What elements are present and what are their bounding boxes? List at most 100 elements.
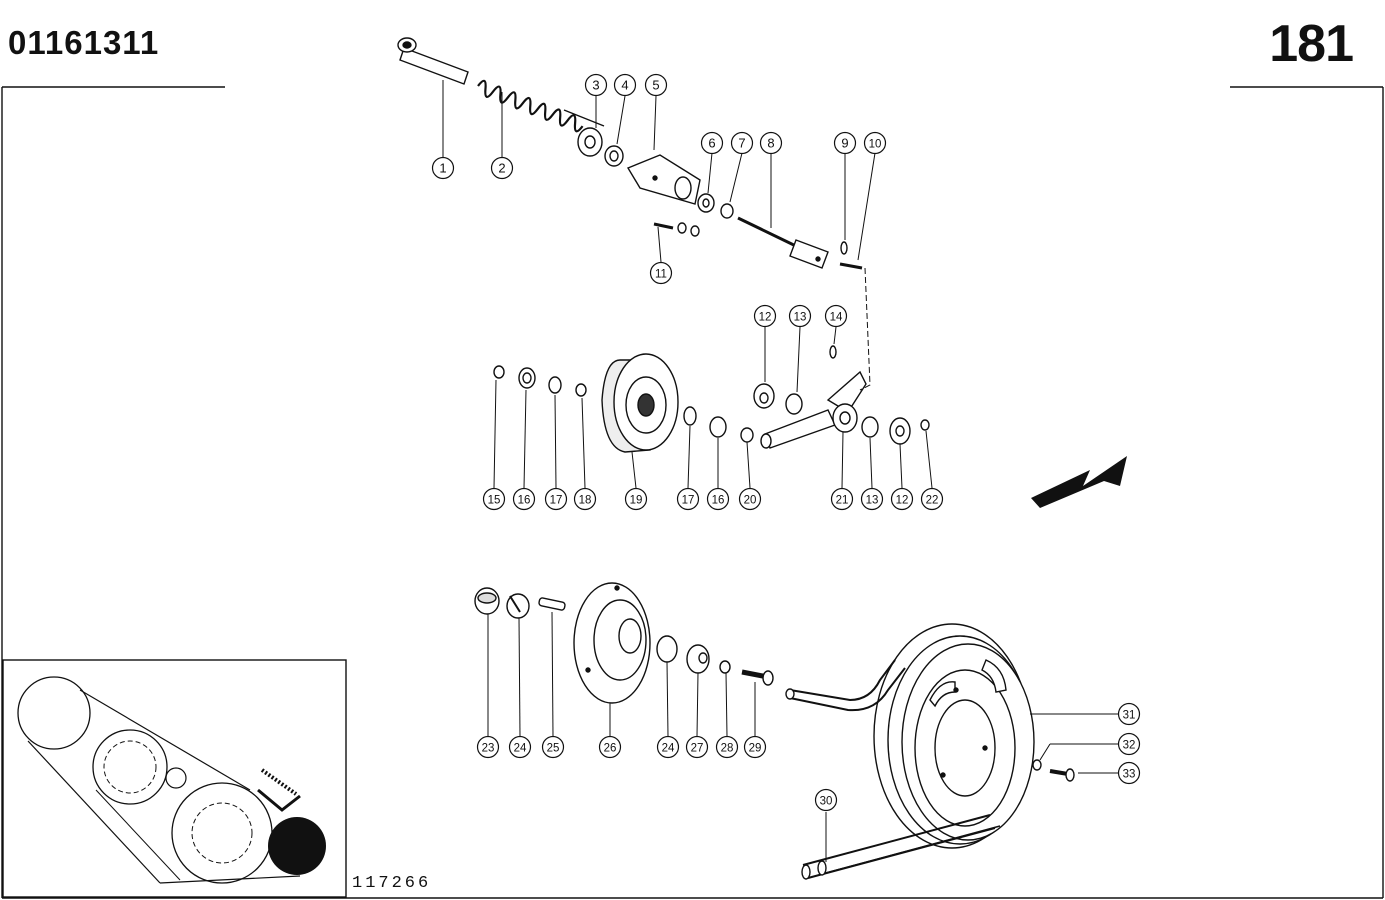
part-callout: 31 [1117, 702, 1141, 726]
part-callout-circle [743, 735, 767, 759]
part-callout-circle [656, 735, 680, 759]
part-callout-circle [512, 487, 536, 511]
belt-drive-inset [2, 659, 347, 898]
page-frame [1, 86, 1384, 899]
drive-pulley-assembly [474, 582, 1075, 880]
part-number-label: 24 [514, 743, 527, 755]
part-callout-circle [685, 735, 709, 759]
part-callout: 5 [644, 73, 668, 97]
part-callout: 18 [573, 487, 597, 511]
part-callout: 24 [656, 735, 680, 759]
part-number-label: 30 [820, 796, 833, 808]
part-callout: 28 [715, 735, 739, 759]
part-number-label: 18 [579, 495, 592, 507]
part-number-label: 33 [1123, 769, 1136, 781]
part-callout: 27 [685, 735, 709, 759]
part-callout-circle [644, 73, 668, 97]
part-callout-circle [706, 487, 730, 511]
part-number-label: 24 [662, 743, 675, 755]
part-callout: 6 [700, 131, 724, 155]
part-number-label: 15 [488, 495, 501, 507]
part-callout-circle [863, 131, 887, 155]
part-callout-circle [598, 735, 622, 759]
part-number-label: 26 [604, 743, 617, 755]
part-callout: 32 [1117, 732, 1141, 756]
part-callout-circle [649, 261, 673, 285]
document-number: 01161311 [8, 24, 160, 61]
idler-pulley-assembly [493, 345, 930, 453]
part-callout: 23 [476, 735, 500, 759]
part-number-label: 14 [830, 312, 843, 324]
part-callout: 19 [624, 487, 648, 511]
part-callout-circle [738, 487, 762, 511]
part-callout-circle [920, 487, 944, 511]
part-callout: 12 [890, 487, 914, 511]
part-number-label: 11 [655, 269, 667, 281]
part-callout-circle [431, 156, 455, 180]
part-callout: 15 [482, 487, 506, 511]
leader-lines [442, 80, 1118, 862]
part-number-label: 12 [896, 495, 909, 507]
part-number-label: 21 [836, 495, 849, 507]
part-callout-circle [860, 487, 884, 511]
part-callout: 30 [814, 788, 838, 812]
part-callout-circle [753, 304, 777, 328]
part-number-label: 16 [712, 495, 725, 507]
part-callout-circle [730, 131, 754, 155]
part-callout-circle [613, 73, 637, 97]
part-number-label: 13 [866, 495, 879, 507]
part-number-label: 4 [621, 78, 628, 93]
part-callout: 29 [743, 735, 767, 759]
part-callout-circle [700, 131, 724, 155]
part-callout: 26 [598, 735, 622, 759]
part-callout: 16 [512, 487, 536, 511]
part-number-label: 13 [794, 312, 807, 324]
part-callout: 24 [508, 735, 532, 759]
part-number-label: 12 [759, 312, 772, 324]
part-callout: 25 [541, 735, 565, 759]
part-callout: 8 [759, 131, 783, 155]
part-callout-circle [759, 131, 783, 155]
part-number-label: 16 [518, 495, 531, 507]
part-number-label: 31 [1123, 710, 1136, 722]
figure-reference-number: 117266 [352, 874, 432, 893]
part-number-label: 6 [708, 136, 715, 151]
part-number-label: 1 [439, 161, 446, 176]
part-callout-circle [584, 73, 608, 97]
part-callout: 1 [431, 156, 455, 180]
part-number-label: 7 [738, 136, 745, 151]
part-callout-circle [508, 735, 532, 759]
part-callout: 17 [676, 487, 700, 511]
arrow-icon [1031, 456, 1127, 508]
part-number-label: 17 [682, 495, 695, 507]
assembly-guide-lines [859, 267, 871, 391]
part-callout-circle [788, 304, 812, 328]
part-callout-circle [830, 487, 854, 511]
part-number-label: 20 [744, 495, 757, 507]
part-callout: 16 [706, 487, 730, 511]
part-callout-circle [676, 487, 700, 511]
part-callout-circle [541, 735, 565, 759]
part-callout-circle [1117, 732, 1141, 756]
part-number-label: 17 [550, 495, 563, 507]
part-callout-circle [476, 735, 500, 759]
part-callout: 20 [738, 487, 762, 511]
part-callout: 11 [649, 261, 673, 285]
part-number-label: 32 [1123, 740, 1136, 752]
part-callout: 10 [863, 131, 887, 155]
part-callout: 13 [860, 487, 884, 511]
part-callout: 22 [920, 487, 944, 511]
part-callout-circle [814, 788, 838, 812]
part-number-label: 10 [869, 139, 882, 151]
part-number-label: 29 [749, 743, 762, 755]
part-callout: 17 [544, 487, 568, 511]
tensioner-rod-assembly [397, 37, 863, 270]
part-callout: 7 [730, 131, 754, 155]
part-callout-circle [833, 131, 857, 155]
part-number-label: 23 [482, 743, 495, 755]
part-callout-circle [624, 487, 648, 511]
part-number-label: 19 [630, 495, 643, 507]
part-callout: 21 [830, 487, 854, 511]
